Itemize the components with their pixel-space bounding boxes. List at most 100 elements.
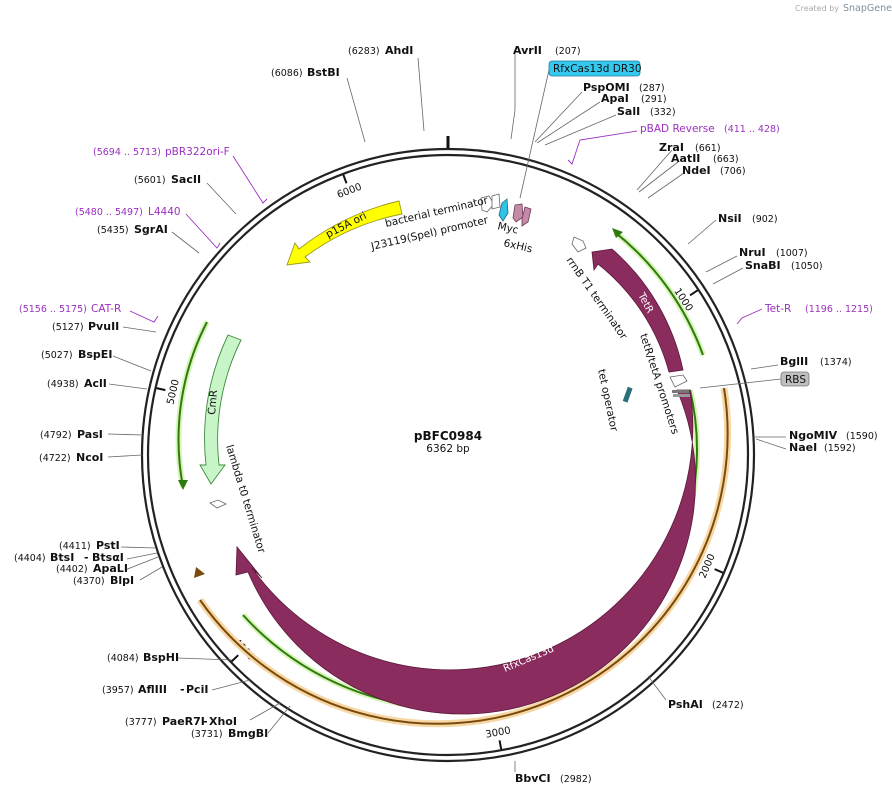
leader-cat-r: [129, 310, 159, 323]
enzyme-sali[interactable]: SalI: [617, 105, 640, 118]
enzyme-bbvci[interactable]: BbvCI: [515, 772, 551, 785]
feature-bacterial-terminator-glyph[interactable]: [480, 195, 495, 213]
enzyme-btsai[interactable]: BtsαI: [92, 551, 124, 564]
enzyme-pspomi[interactable]: PspOMI: [583, 81, 630, 94]
feature-rbs-glyph-2[interactable]: [673, 394, 690, 397]
enzyme-nrui-pos: (1007): [776, 248, 808, 259]
primer-pbr322ori-f-range: (5694 .. 5713): [93, 147, 161, 158]
feature-myc[interactable]: [498, 198, 509, 222]
enzyme-psti[interactable]: PstI: [96, 539, 120, 552]
enzyme-zrai[interactable]: ZraI: [659, 141, 684, 154]
leader-zrai: [636, 149, 673, 191]
enzyme-snabi[interactable]: SnaBI: [745, 259, 781, 272]
enzyme-aatii-pos: (663): [713, 154, 739, 165]
leader-paer7i: [249, 702, 281, 721]
enzyme-psti-pos: (4411): [59, 541, 91, 552]
enzyme-naei-pos: (1592): [824, 443, 856, 454]
feature-p15a-ori[interactable]: [286, 200, 403, 266]
branding-product[interactable]: SnapGene: [843, 3, 892, 14]
enzyme-bspei-pos: (5027): [41, 350, 73, 361]
feature-tet-operator[interactable]: [622, 386, 633, 403]
enzyme-bglii[interactable]: BglII: [780, 355, 808, 368]
feature-label-lambda-t0: lambda t0 terminator: [223, 443, 268, 555]
primer-tet-r[interactable]: Tet-R: [764, 303, 791, 315]
enzyme-btsi[interactable]: BtsI: [50, 551, 74, 564]
enzyme-bspei[interactable]: BspEI: [78, 348, 112, 361]
rbs-label: RBS: [785, 374, 806, 386]
enzyme-pvuii[interactable]: PvuII: [88, 320, 119, 333]
enzyme-ndei[interactable]: NdeI: [682, 164, 711, 177]
leader-rfxcas13d-dr30: [519, 69, 550, 199]
enzyme-afliii[interactable]: AflIII: [138, 683, 167, 696]
enzyme-naei[interactable]: NaeI: [789, 441, 817, 454]
primer-pbad-reverse[interactable]: pBAD Reverse: [640, 123, 715, 135]
primer-sites: pBAD Reverse (411 .. 428) Tet-R (1196 ..…: [19, 123, 873, 325]
feature-rbs-glyph[interactable]: [672, 390, 689, 393]
enzyme-xhoi[interactable]: XhoI: [209, 715, 237, 728]
rfxcas13d-dr30-box[interactable]: [548, 60, 641, 77]
feature-6xhis-b[interactable]: [521, 206, 532, 227]
enzyme-paer7i[interactable]: PaeR7I: [162, 715, 205, 728]
enzyme-apai[interactable]: ApaI: [601, 92, 629, 105]
orf-arc-cmr: [177, 321, 208, 488]
enzyme-apali-pos: (4402): [56, 564, 88, 575]
orf-arc-tetr-head: [612, 228, 623, 238]
enzyme-avrii[interactable]: AvrII: [513, 44, 542, 57]
enzyme-pasi[interactable]: PasI: [77, 428, 103, 441]
tick-label-3000: 3000: [485, 725, 512, 740]
enzyme-nsii[interactable]: NsiI: [718, 212, 742, 225]
feature-rrnb-t1-glyph[interactable]: [571, 236, 587, 253]
leader-ncoi: [107, 454, 143, 458]
feature-cmr[interactable]: [199, 334, 242, 485]
enzyme-apai-pos: (291): [641, 94, 667, 105]
enzyme-ngomiv-pos: (1590): [846, 431, 878, 442]
enzyme-apali[interactable]: ApaLI: [93, 562, 128, 575]
enzyme-bglii-pos: (1374): [820, 357, 852, 368]
feature-rfxcas13d[interactable]: [235, 389, 696, 715]
primer-cat-r[interactable]: CAT-R: [91, 303, 121, 315]
leader-naei: [755, 438, 787, 450]
enzyme-pvuii-pos: (5127): [52, 322, 84, 333]
tick-mark-4000: [230, 654, 239, 663]
enzyme-acli-pos: (4938): [47, 379, 79, 390]
enzyme-aatii[interactable]: AatII: [671, 152, 700, 165]
leader-tet-r: [736, 308, 763, 325]
leader-pvuii: [122, 326, 157, 333]
feature-j23119-glyph[interactable]: [491, 193, 501, 210]
feature-tetr[interactable]: [591, 248, 684, 373]
enzyme-paer7i-pos: (3777): [125, 717, 157, 728]
enzyme-nrui[interactable]: NruI: [739, 246, 766, 259]
enzyme-bsphi[interactable]: BspHI: [143, 651, 179, 664]
primer-pbad-reverse-range: (411 .. 428): [724, 124, 780, 135]
primer-tet-r-range: (1196 .. 1215): [805, 304, 873, 315]
primer-l4440[interactable]: L4440: [148, 206, 181, 218]
leader-blpi: [139, 566, 163, 581]
enzyme-ncoi[interactable]: NcoI: [76, 451, 103, 464]
leader-pasi: [107, 433, 144, 436]
enzyme-ahdi[interactable]: AhdI: [385, 44, 413, 57]
leader-bspei: [112, 355, 152, 372]
leader-psti: [120, 546, 157, 549]
enzyme-bstbi[interactable]: BstBI: [307, 66, 340, 79]
primer-cat-r-range: (5156 .. 5175): [19, 304, 87, 315]
plasmid-name: pBFC0984: [414, 429, 482, 443]
enzyme-sacii[interactable]: SacII: [171, 173, 201, 186]
enzyme-ngomiv[interactable]: NgoMIV: [789, 429, 838, 442]
enzyme-acli[interactable]: AclI: [84, 377, 107, 390]
enzyme-sgrai[interactable]: SgrAI: [134, 223, 168, 236]
rbs-box[interactable]: [780, 371, 810, 387]
enzyme-pcii[interactable]: PciI: [186, 683, 208, 696]
feature-6xhis-a[interactable]: [512, 203, 524, 223]
enzyme-blpi[interactable]: BlpI: [110, 574, 134, 587]
enzyme-bmgbi[interactable]: BmgBI: [228, 727, 268, 740]
enzyme-pshai[interactable]: PshAI: [668, 698, 703, 711]
feature-tet-promoter-glyph[interactable]: [669, 374, 688, 388]
orf-arc-outer: [199, 387, 729, 725]
enzyme-sali-pos: (332): [650, 107, 676, 118]
orf-arc-cmr-head: [178, 480, 188, 490]
enzyme-ahdi-pos: (6283): [348, 46, 380, 57]
primer-pbr322ori-f[interactable]: pBR322ori-F: [165, 146, 230, 158]
feature-lambda-t0-glyph[interactable]: [209, 499, 227, 509]
feature-label-6xhis: 6xHis: [502, 237, 533, 255]
